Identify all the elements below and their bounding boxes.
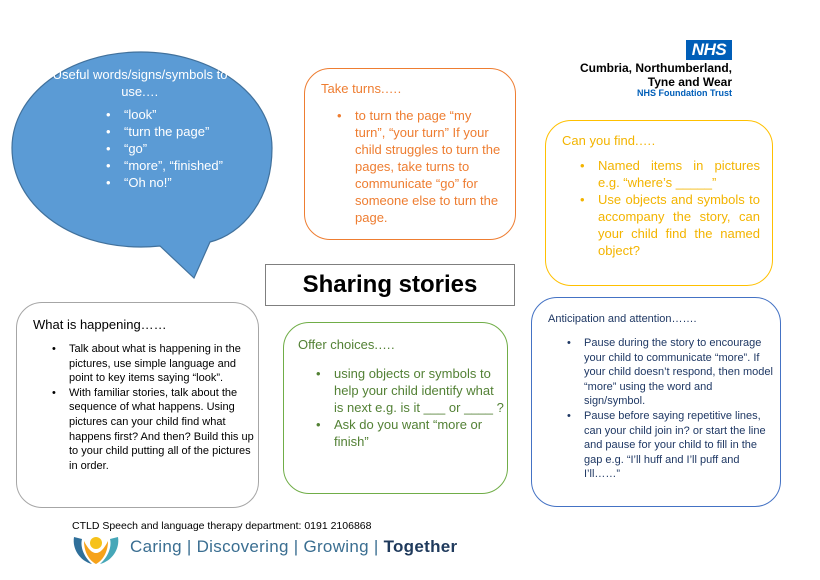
can-you-find-list: Named items in pictures e.g. “where’s __…: [580, 157, 760, 259]
list-item: “Oh no!”: [106, 174, 240, 191]
offer-choices-box: Offer choices.…. using objects or symbol…: [283, 322, 508, 494]
list-item: Pause during the story to encourage your…: [567, 336, 774, 409]
offer-choices-heading: Offer choices.….: [298, 337, 395, 352]
anticipation-heading: Anticipation and attention…….: [548, 313, 697, 325]
tagline-word: Discovering: [196, 537, 289, 556]
list-item: Named items in pictures e.g. “where’s __…: [580, 157, 760, 191]
tagline-word: Caring: [130, 537, 182, 556]
nhs-trust-name-line: Tyne and Wear: [647, 74, 732, 89]
what-is-happening-box: What is happening…… Talk about what is h…: [16, 302, 259, 508]
footer-tagline: Caring|Discovering|Growing|Together: [130, 537, 458, 556]
what-is-happening-heading: What is happening……: [33, 317, 167, 332]
take-turns-list: to turn the page “my turn”, “your turn” …: [337, 107, 505, 226]
tagline-word: Growing: [303, 537, 369, 556]
bubble-heading: Useful words/signs/symbols to use.…: [52, 67, 228, 99]
nhs-logo: NHS: [686, 40, 732, 60]
list-item: “turn the page”: [106, 123, 240, 140]
tagline-word: Together: [383, 537, 458, 556]
list-item: Ask do you want “more or finish”: [316, 416, 504, 450]
can-you-find-box: Can you find.…. Named items in pictures …: [545, 120, 773, 286]
list-item: Talk about what is happening in the pict…: [52, 342, 259, 386]
people-flower-icon: [73, 537, 119, 564]
page-title: Sharing stories: [265, 264, 515, 306]
bubble-content: Useful words/signs/symbols to use.… “loo…: [40, 66, 240, 191]
can-you-find-heading: Can you find.….: [562, 133, 656, 148]
offer-choices-list: using objects or symbols to help your ch…: [316, 365, 504, 450]
list-item: “look”: [106, 106, 240, 123]
list-item: Pause before saying repetitive lines, ca…: [567, 409, 774, 482]
footer-department: CTLD Speech and language therapy departm…: [72, 520, 372, 532]
list-item: using objects or symbols to help your ch…: [316, 365, 504, 416]
what-is-happening-list: Talk about what is happening in the pict…: [52, 342, 259, 474]
take-turns-box: Take turns.…. to turn the page “my turn”…: [304, 68, 516, 240]
list-item: to turn the page “my turn”, “your turn” …: [337, 107, 505, 226]
list-item: “more”, “finished”: [106, 157, 240, 174]
bubble-list: “look” “turn the page” “go” “more”, “fin…: [40, 106, 240, 191]
list-item: “go”: [106, 140, 240, 157]
nhs-trust-subtitle: NHS Foundation Trust: [637, 88, 732, 98]
nhs-trust-name-line: Cumbria, Northumberland,: [579, 61, 732, 75]
list-item: Use objects and symbols to accompany the…: [580, 191, 760, 259]
list-item: With familiar stories, talk about the se…: [52, 386, 259, 474]
anticipation-list: Pause during the story to encourage your…: [567, 336, 774, 482]
take-turns-heading: Take turns.….: [321, 81, 402, 96]
nhs-trust-name: Cumbria, Northumberland, Tyne and Wear: [579, 61, 732, 89]
anticipation-box: Anticipation and attention……. Pause duri…: [531, 297, 781, 507]
